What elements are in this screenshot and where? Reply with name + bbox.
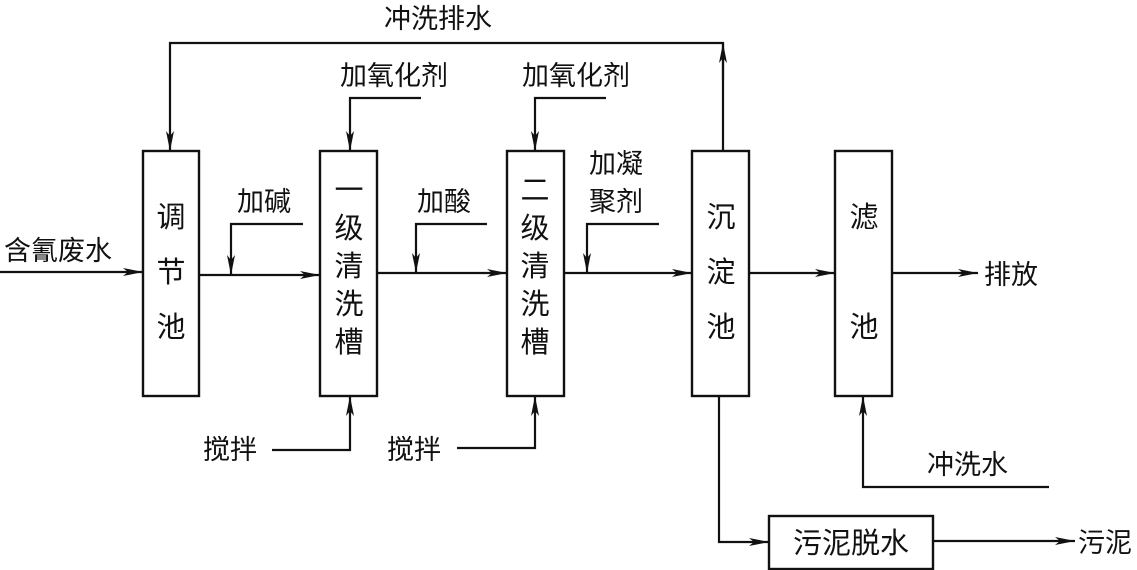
coagulant-label-line1: 加凝 [589,149,643,180]
box-char: 滤 [849,200,878,234]
sludge-label: 污泥 [1078,528,1132,559]
sedimentation-tank: 沉 淀 池 [690,149,751,398]
box-char: 洗 [334,287,363,321]
box-char: 沉 [706,200,735,234]
box-char: 池 [849,310,878,344]
wash-water-arrow [859,396,1049,489]
primary-rinse-tank: 一 级 清 洗 槽 [318,149,379,398]
box-char: 洗 [520,287,549,321]
box-char: 级 [334,211,363,245]
alkali-label: 加碱 [237,187,291,218]
equalization-tank: 调 节 池 [141,149,201,398]
wash-water-label: 冲洗水 [927,450,1008,481]
oxidant-1-label: 加氧化剂 [340,61,448,92]
box-char: 清 [334,249,363,283]
alkali-arrow [227,222,303,275]
box-char: 淀 [706,255,735,289]
sludge-dewatering-box: 污泥脱水 [767,514,935,570]
stir-1-label: 搅拌 [203,435,257,466]
backwash-drain-label: 冲洗排水 [384,4,492,35]
stir-1-arrow [272,396,354,452]
box-char: 槽 [520,325,549,359]
box-char: 池 [156,310,185,344]
oxidant-2-label: 加氧化剂 [522,61,630,92]
box-char: 级 [520,211,549,245]
coagulant-label-line2: 聚剂 [589,187,643,218]
box-label: 污泥脱水 [793,526,909,560]
acid-label: 加酸 [417,187,471,218]
box-char: 调 [156,200,185,234]
backwash-return-arrow [166,41,725,151]
oxidant-1-arrow [346,96,421,151]
acid-arrow [412,222,487,273]
box-char: 一 [334,173,363,207]
box-char: 二 [520,173,549,207]
box-char: 槽 [334,325,363,359]
discharge-label: 排放 [984,260,1038,291]
box-char: 池 [706,310,735,344]
secondary-rinse-tank: 二 级 清 洗 槽 [505,149,566,398]
stir-2-label: 搅拌 [387,435,441,466]
box-char: 节 [156,255,185,289]
sludge-to-dewatering-arrow [717,396,769,546]
filter-tank: 滤 池 [833,149,894,398]
inlet-label: 含氰废水 [4,236,112,267]
oxidant-2-arrow [531,96,606,151]
stir-2-arrow [457,396,539,450]
coagulant-arrow [583,222,659,273]
box-char: 清 [520,249,549,283]
